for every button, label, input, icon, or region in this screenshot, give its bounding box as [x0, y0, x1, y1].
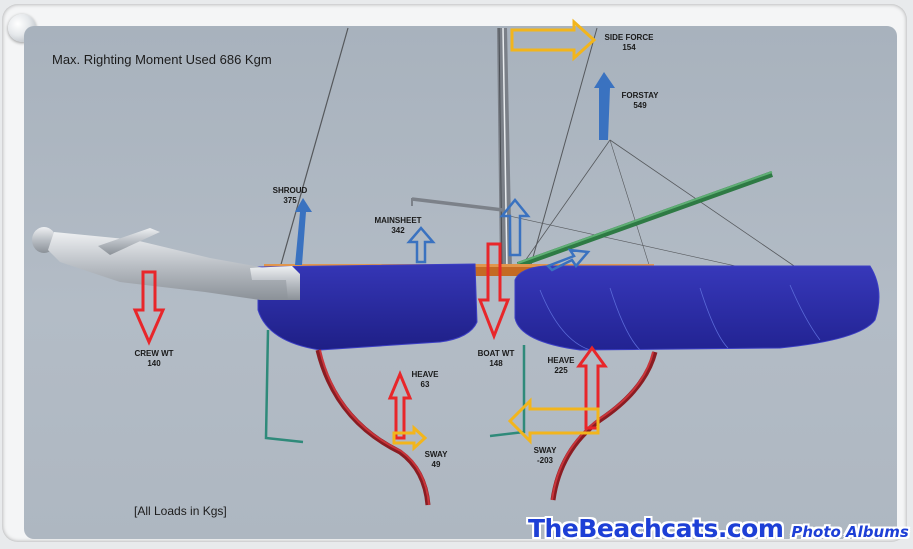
yellow-arrows	[392, 18, 600, 452]
rigging	[279, 27, 801, 279]
side-force-label: SIDE FORCE 154	[605, 33, 654, 53]
watermark: TheBeachcats.com Photo Albums	[528, 514, 909, 543]
heave-left-label: HEAVE 63	[412, 370, 439, 390]
heave-right-name: HEAVE	[547, 356, 575, 365]
shroud-label: SHROUD 375	[273, 186, 308, 206]
forstay-wire-2	[609, 139, 801, 271]
left-foil	[315, 349, 431, 506]
wand-arrow	[545, 248, 591, 272]
left-shroud-line	[279, 27, 349, 269]
side-force-value: 154	[622, 43, 636, 52]
sway-left-label: SWAY 49	[425, 450, 448, 470]
crew-wt-value: 140	[147, 359, 161, 368]
forstay-wire-3	[609, 139, 651, 269]
boat-wt-label: BOAT WT 148	[478, 349, 515, 369]
right-shroud-line	[529, 27, 598, 269]
mast-up-arrow	[499, 198, 531, 257]
right-rudder	[489, 345, 526, 438]
side-force-name: SIDE FORCE	[604, 33, 654, 42]
shroud-value: 375	[283, 196, 297, 205]
watermark-brand: TheBeachcats.com	[528, 514, 784, 543]
mainsheet-arrow	[406, 226, 436, 264]
sway-left-name: SWAY	[424, 450, 448, 459]
watermark-section: Photo Albums	[791, 523, 909, 541]
sway-right-label: SWAY -203	[534, 446, 557, 466]
mainsheet-label: MAINSHEET 342	[374, 216, 421, 236]
boom	[411, 197, 504, 212]
forstay-name: FORSTAY	[621, 91, 659, 100]
heave-right-arrow	[576, 345, 608, 430]
heave-left-name: HEAVE	[411, 370, 439, 379]
forstay-label: FORSTAY 549	[622, 91, 659, 111]
right-hull	[514, 265, 880, 351]
forstay-value: 549	[633, 101, 647, 110]
mainsheet-name: MAINSHEET	[374, 216, 422, 225]
shroud-arrow	[295, 198, 312, 265]
green-wand	[516, 171, 774, 268]
mainsheet-value: 342	[391, 226, 405, 235]
boat-wt-arrow	[477, 242, 511, 341]
heave-right-label: HEAVE 225	[548, 356, 575, 376]
blue-arrows	[295, 72, 615, 272]
boat-wt-name: BOAT WT	[477, 349, 515, 358]
chart-title: Max. Righting Moment Used 686 Kgm	[52, 52, 272, 67]
crew-wt-arrow	[132, 270, 166, 346]
heave-left-arrow	[387, 370, 413, 440]
heave-left-value: 63	[420, 380, 430, 389]
sway-left-arrow	[392, 424, 428, 452]
shroud-name: SHROUD	[272, 186, 308, 195]
forstay-arrow	[594, 72, 615, 140]
loads-note: [All Loads in Kgs]	[134, 504, 227, 518]
crew-wt-name: CREW WT	[134, 349, 174, 358]
crew-figure	[32, 227, 300, 300]
forstay-wire-1	[519, 139, 611, 269]
boat-wt-value: 148	[489, 359, 503, 368]
heave-right-value: 225	[554, 366, 568, 375]
crew-wt-label: CREW WT 140	[134, 349, 173, 369]
sway-left-value: 49	[431, 460, 441, 469]
sway-right-arrow	[507, 397, 600, 445]
rudders	[264, 329, 526, 444]
sway-right-value: -203	[536, 456, 554, 465]
left-rudder	[264, 329, 304, 444]
side-force-arrow	[510, 18, 597, 62]
sway-right-name: SWAY	[533, 446, 557, 455]
